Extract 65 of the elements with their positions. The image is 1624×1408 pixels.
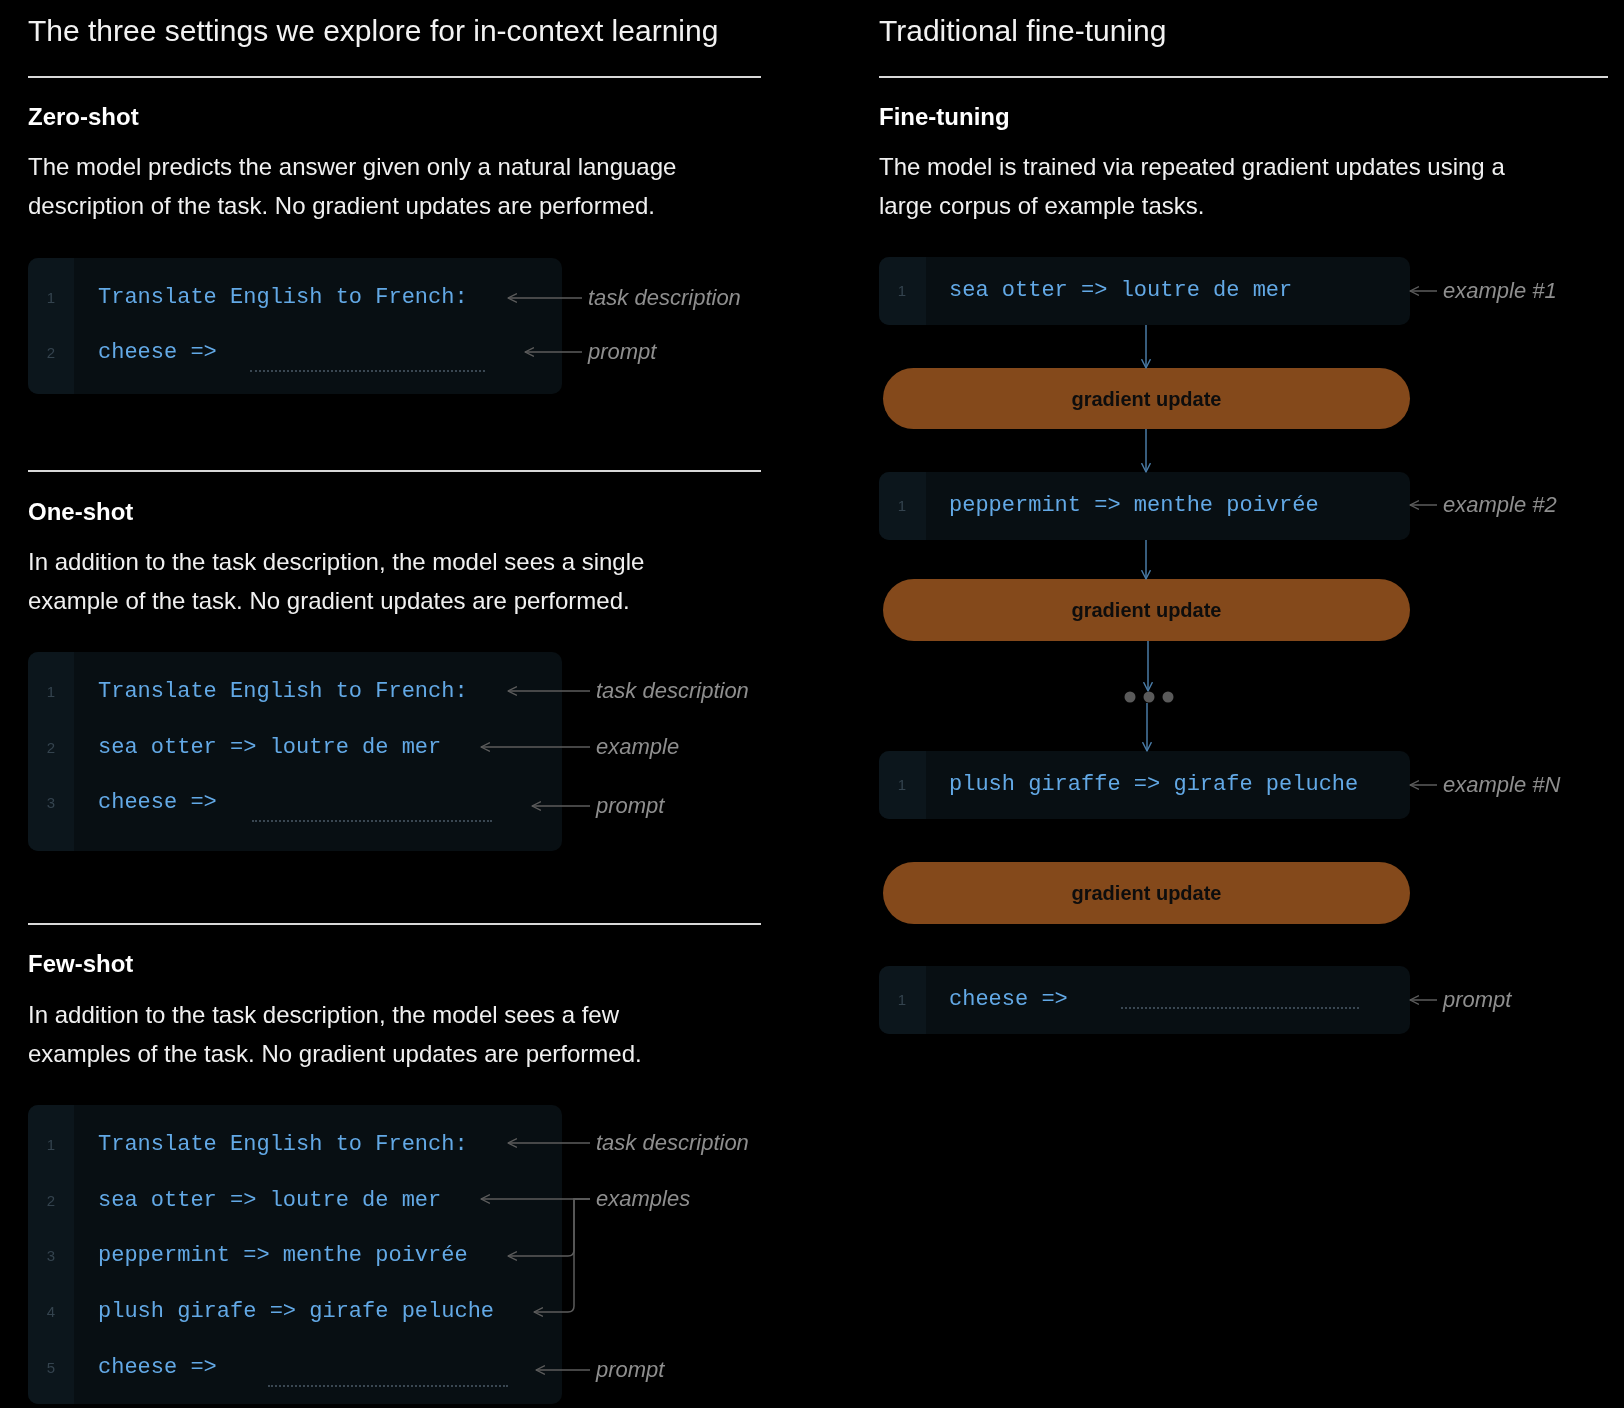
code-text: cheese => (98, 340, 217, 366)
column-heading: Traditional fine-tuning (879, 13, 1167, 49)
section-heading: Zero-shot (28, 102, 139, 132)
flow-arrow (1141, 539, 1151, 580)
description-text: In addition to the task description, the model sees a single example of the task. No gradient updates are performed. (28, 547, 646, 616)
description-text: The model is trained via repeated gradient updates using a large corpus of example tasks. (879, 152, 1506, 221)
flow-arrow (1141, 428, 1151, 473)
annotation-label: prompt (596, 1356, 665, 1384)
leader-arrow (1409, 500, 1438, 510)
annotation-label: prompt (588, 338, 657, 366)
code-text: Translate English to French: (98, 285, 468, 311)
code-text: sea otter => loutre de mer (98, 735, 442, 761)
step-label: gradient update (1071, 386, 1222, 412)
description-text: In addition to the task description, the model sees a few examples of the task. No gradient updates are performed. (28, 1000, 643, 1069)
code-text: plush girafe => girafe peluche (98, 1299, 495, 1325)
code-panel (28, 652, 562, 851)
column-heading: The three settings we explore for in-context learning (28, 13, 719, 49)
code-panel (879, 257, 1410, 325)
flow-arrow (1142, 702, 1152, 752)
leader-arrow (524, 347, 583, 357)
flow-arrow (1141, 324, 1151, 369)
code-panel (879, 751, 1410, 819)
annotation-label: examples (596, 1185, 691, 1213)
leader-arrow (533, 1198, 591, 1317)
code-text: cheese => (98, 1355, 217, 1381)
code-text: Translate English to French: (98, 679, 468, 705)
leader-arrow (507, 293, 583, 303)
section-heading: Few-shot (28, 949, 134, 979)
flow-arrow (1143, 640, 1153, 692)
leader-arrow (531, 801, 591, 811)
section-heading: One-shot (28, 497, 134, 527)
step-label: gradient update (1071, 598, 1222, 623)
code-text: peppermint => menthe poivrée (949, 493, 1319, 519)
annotation-label: example #1 (1443, 277, 1557, 305)
section-heading: Fine-tuning (879, 102, 1010, 132)
annotation-label: task description (588, 284, 741, 312)
code-panel (28, 1105, 562, 1404)
code-text: cheese => (98, 790, 217, 816)
annotation-label: prompt (1443, 986, 1512, 1014)
leader-arrow (1409, 780, 1438, 790)
ellipsis-icon (1124, 691, 1174, 703)
annotation-label: task description (596, 1129, 749, 1157)
code-panel (28, 258, 562, 394)
leader-arrow (1409, 286, 1438, 296)
code-panel (879, 472, 1410, 540)
leader-arrow (480, 742, 591, 752)
leader-arrow (535, 1365, 591, 1375)
code-text: plush giraffe => girafe peluche (949, 772, 1359, 798)
annotation-label: example (596, 733, 680, 761)
process-pill (883, 368, 1410, 429)
annotation-label: example #N (1443, 771, 1561, 799)
code-text: Translate English to French: (98, 1132, 468, 1158)
leader-arrow (507, 1138, 591, 1148)
description-text: The model predicts the answer given only a natural language description of the task. No gradient updates are performed. (28, 152, 678, 221)
leader-arrow (1409, 995, 1438, 1005)
annotation-label: prompt (596, 792, 665, 820)
step-label: gradient update (1071, 881, 1222, 906)
code-text: sea otter => loutre de mer (949, 278, 1293, 304)
code-text: cheese => (949, 987, 1068, 1013)
annotation-label: example #2 (1443, 491, 1557, 519)
code-panel (879, 966, 1410, 1034)
code-text: sea otter => loutre de mer (98, 1188, 442, 1214)
annotation-label: task description (596, 677, 749, 705)
code-text: peppermint => menthe poivrée (98, 1243, 468, 1269)
leader-arrow (507, 686, 591, 696)
